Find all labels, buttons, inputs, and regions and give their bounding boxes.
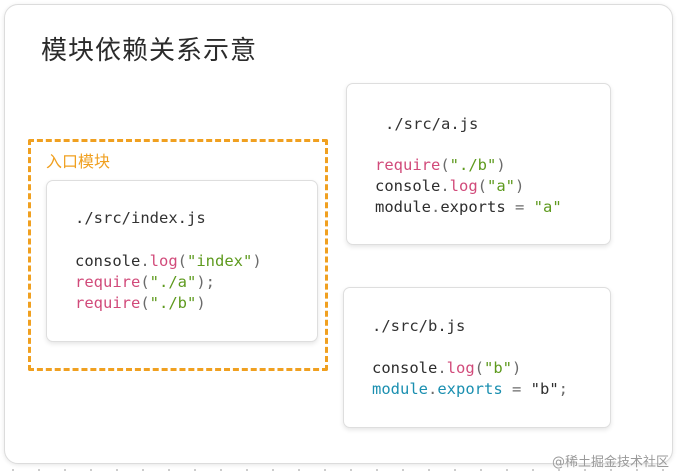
code-card-a: ./src/a.js require("./b")console.log("a"…	[346, 83, 611, 245]
code-line: require("./b")	[375, 155, 562, 176]
code-token: "./b"	[149, 294, 197, 312]
code-token: require	[75, 273, 141, 291]
code-token: (	[440, 156, 450, 174]
code-token: require	[375, 156, 441, 174]
code-token: )	[515, 177, 525, 195]
code-token: .	[140, 252, 150, 270]
code-token: (	[140, 273, 150, 291]
diagram-title: 模块依赖关系示意	[41, 36, 258, 66]
code-token: require	[75, 294, 141, 312]
code-token: (	[177, 252, 188, 270]
code-token: .	[431, 198, 441, 216]
code-line: console.log("index")	[75, 251, 262, 272]
entry-module-zone	[28, 139, 328, 371]
code-token: log	[149, 252, 178, 270]
code-block-index: console.log("index")require("./a");requi…	[75, 251, 262, 314]
code-line: console.log("a")	[375, 176, 562, 197]
code-token: =	[505, 198, 534, 216]
code-token: log	[449, 177, 478, 195]
code-token: )	[496, 156, 506, 174]
code-card-b: ./src/b.js console.log("b")module.export…	[343, 287, 611, 428]
code-block-b: console.log("b")module.exports = "b";	[372, 358, 568, 400]
code-token: .	[428, 380, 438, 398]
code-token: "index"	[187, 252, 253, 270]
file-path-b: ./src/b.js	[372, 317, 466, 335]
code-token: (	[140, 294, 150, 312]
code-token: );	[196, 273, 216, 291]
code-token: "a"	[533, 198, 562, 216]
code-block-a: require("./b")console.log("a")module.exp…	[375, 155, 562, 218]
code-token: )	[252, 252, 262, 270]
code-token: =	[502, 380, 531, 398]
code-token: ;	[558, 380, 569, 398]
decorative-dot-border	[0, 468, 681, 472]
code-token: exports	[440, 198, 506, 216]
code-token: .	[437, 359, 447, 377]
code-line: module.exports = "a"	[375, 197, 562, 218]
code-token: "./a"	[149, 273, 197, 291]
code-token: console	[375, 177, 441, 195]
code-token: )	[512, 359, 522, 377]
code-token: )	[196, 294, 206, 312]
code-token: console	[372, 359, 438, 377]
code-token: module	[372, 380, 428, 398]
code-line: require("./a");	[75, 272, 262, 293]
code-token: "a"	[487, 177, 516, 195]
code-token: module	[375, 198, 431, 216]
code-token: exports	[437, 380, 503, 398]
code-token: "b"	[484, 359, 513, 377]
code-line: module.exports = "b";	[372, 379, 568, 400]
code-token: "b"	[530, 380, 559, 398]
code-token: "./b"	[449, 156, 497, 174]
watermark: @稀土掘金技术社区	[551, 455, 669, 470]
file-path-index: ./src/index.js	[75, 209, 206, 227]
entry-module-label: 入口模块	[46, 152, 111, 171]
code-token: log	[446, 359, 475, 377]
code-line: require("./b")	[75, 293, 262, 314]
code-card-index: ./src/index.js console.log("index")requi…	[46, 180, 318, 342]
code-token: .	[440, 177, 450, 195]
code-token: (	[474, 359, 485, 377]
code-line: console.log("b")	[372, 358, 568, 379]
code-token: console	[75, 252, 141, 270]
file-path-a: ./src/a.js	[385, 115, 479, 133]
code-token: (	[477, 177, 488, 195]
